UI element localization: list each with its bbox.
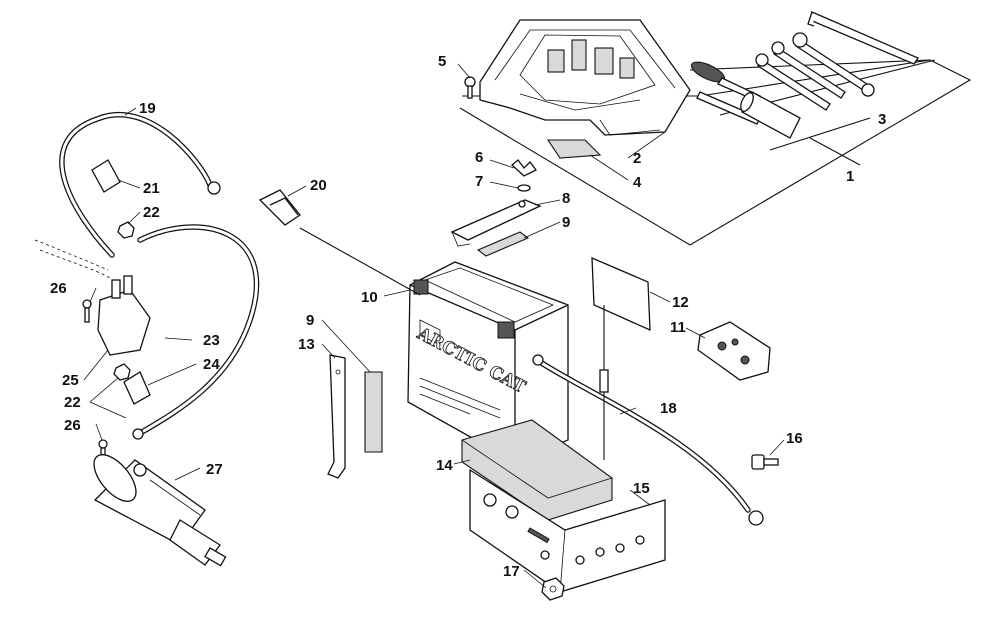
callout-23: 23 xyxy=(203,332,220,349)
terminal-boot-20 xyxy=(258,189,301,226)
callout-21: 21 xyxy=(143,180,160,197)
callout-3: 3 xyxy=(878,111,886,128)
starter-solenoid xyxy=(34,239,151,356)
foam-pad-upper xyxy=(476,231,530,257)
callout-13: 13 xyxy=(298,336,315,353)
cable-ground xyxy=(532,354,764,526)
starter-motor xyxy=(93,454,227,567)
callout-27: 27 xyxy=(206,461,223,478)
callout-11: 11 xyxy=(670,319,686,336)
callout-6: 6 xyxy=(475,149,483,166)
callout-25: 25 xyxy=(62,372,79,389)
screw xyxy=(464,76,476,99)
callout-2: 2 xyxy=(633,150,641,167)
callout-8: 8 xyxy=(562,190,570,207)
foam-pad xyxy=(546,139,602,159)
callout-16: 16 xyxy=(786,430,803,447)
callout-5: 5 xyxy=(438,53,446,70)
callout-22a: 22 xyxy=(143,204,160,221)
callout-10: 10 xyxy=(361,289,378,306)
callout-15: 15 xyxy=(633,480,650,497)
battery: ARCTIC CAT xyxy=(407,261,569,463)
mounting-bracket xyxy=(327,354,346,479)
battery-label xyxy=(591,256,651,332)
callout-26a: 26 xyxy=(50,280,67,297)
callouts: 1 2 3 4 5 6 7 8 9 9 10 11 12 13 14 15 16… xyxy=(50,53,886,580)
battery-tray xyxy=(469,468,666,593)
nut-lower xyxy=(113,363,131,381)
callout-4: 4 xyxy=(633,174,642,191)
wing-nut xyxy=(511,159,537,192)
callout-14: 14 xyxy=(436,457,453,474)
callout-22b: 22 xyxy=(64,394,81,411)
tool-set xyxy=(690,11,919,139)
leader-cable-battery xyxy=(299,227,421,296)
callout-17: 17 xyxy=(503,563,520,580)
terminal-boot-21 xyxy=(91,159,121,193)
callout-18: 18 xyxy=(660,400,677,417)
tray-nut xyxy=(541,577,565,601)
callout-12: 12 xyxy=(672,294,689,311)
foam-pad-lower xyxy=(364,371,383,453)
terminal-hardware xyxy=(697,321,771,381)
callout-19: 19 xyxy=(139,100,156,117)
callout-1: 1 xyxy=(846,168,854,185)
callout-24: 24 xyxy=(203,356,220,373)
tray-bolt xyxy=(751,454,779,470)
callout-26b: 26 xyxy=(64,417,81,434)
cable-starter xyxy=(132,224,260,440)
callout-9a: 9 xyxy=(562,214,570,231)
hold-down-strap xyxy=(450,199,542,247)
nut-upper xyxy=(117,221,135,239)
screw-26-upper xyxy=(82,299,92,323)
terminal-boot-24 xyxy=(123,371,151,405)
callout-9b: 9 xyxy=(306,312,314,329)
leader-lines xyxy=(83,63,785,589)
callout-7: 7 xyxy=(475,173,483,190)
cable-positive xyxy=(59,112,221,258)
long-bolt xyxy=(599,305,609,460)
callout-20: 20 xyxy=(310,177,327,194)
tool-tray xyxy=(479,19,691,136)
